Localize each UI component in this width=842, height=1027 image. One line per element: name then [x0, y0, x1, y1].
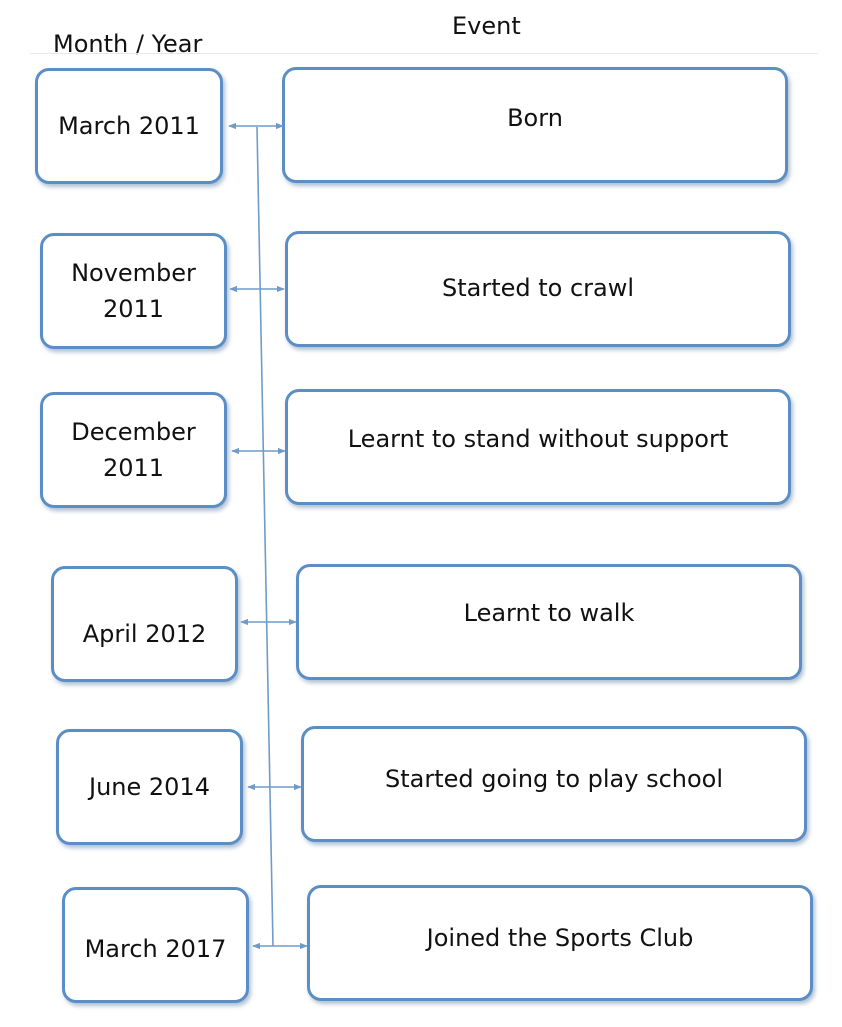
date-line-2: 2011 [102, 295, 165, 323]
event-box: Born [282, 67, 788, 183]
event-label: Joined the Sports Club [426, 924, 694, 952]
date-label: April 2012 [83, 616, 207, 652]
date-line-1: March 2017 [84, 935, 227, 963]
timeline-spine [256, 126, 274, 947]
date-label: December 2011 [71, 414, 195, 486]
event-label: Started going to play school [384, 765, 724, 793]
date-label: November 2011 [71, 255, 196, 327]
date-line-1: March 2011 [58, 112, 200, 140]
date-box: June 2014 [56, 729, 243, 845]
event-label: Learnt to walk [463, 599, 635, 627]
event-box: Joined the Sports Club [307, 885, 813, 1001]
date-box: April 2012 [51, 566, 238, 682]
date-line-2: 2011 [102, 454, 165, 482]
event-label: Learnt to stand without support [347, 425, 729, 453]
date-box: March 2017 [62, 887, 249, 1003]
event-label: Born [507, 104, 563, 132]
date-line-1: June 2014 [89, 773, 210, 801]
date-box: November 2011 [40, 233, 227, 349]
date-box: March 2011 [35, 68, 223, 184]
event-label: Started to crawl [441, 274, 635, 302]
date-line-1: April 2012 [82, 620, 207, 648]
date-line-1: December [71, 418, 196, 446]
header-divider [30, 53, 818, 54]
event-box: Started to crawl [285, 231, 791, 347]
event-header: Event [452, 12, 521, 40]
event-box: Started going to play school [301, 726, 807, 842]
date-box: December 2011 [40, 392, 227, 508]
date-label: March 2017 [85, 931, 227, 967]
event-box: Learnt to walk [296, 564, 802, 680]
date-label: March 2011 [58, 108, 200, 144]
event-box: Learnt to stand without support [285, 389, 791, 505]
date-label: June 2014 [89, 769, 210, 805]
date-line-1: November [71, 259, 196, 287]
